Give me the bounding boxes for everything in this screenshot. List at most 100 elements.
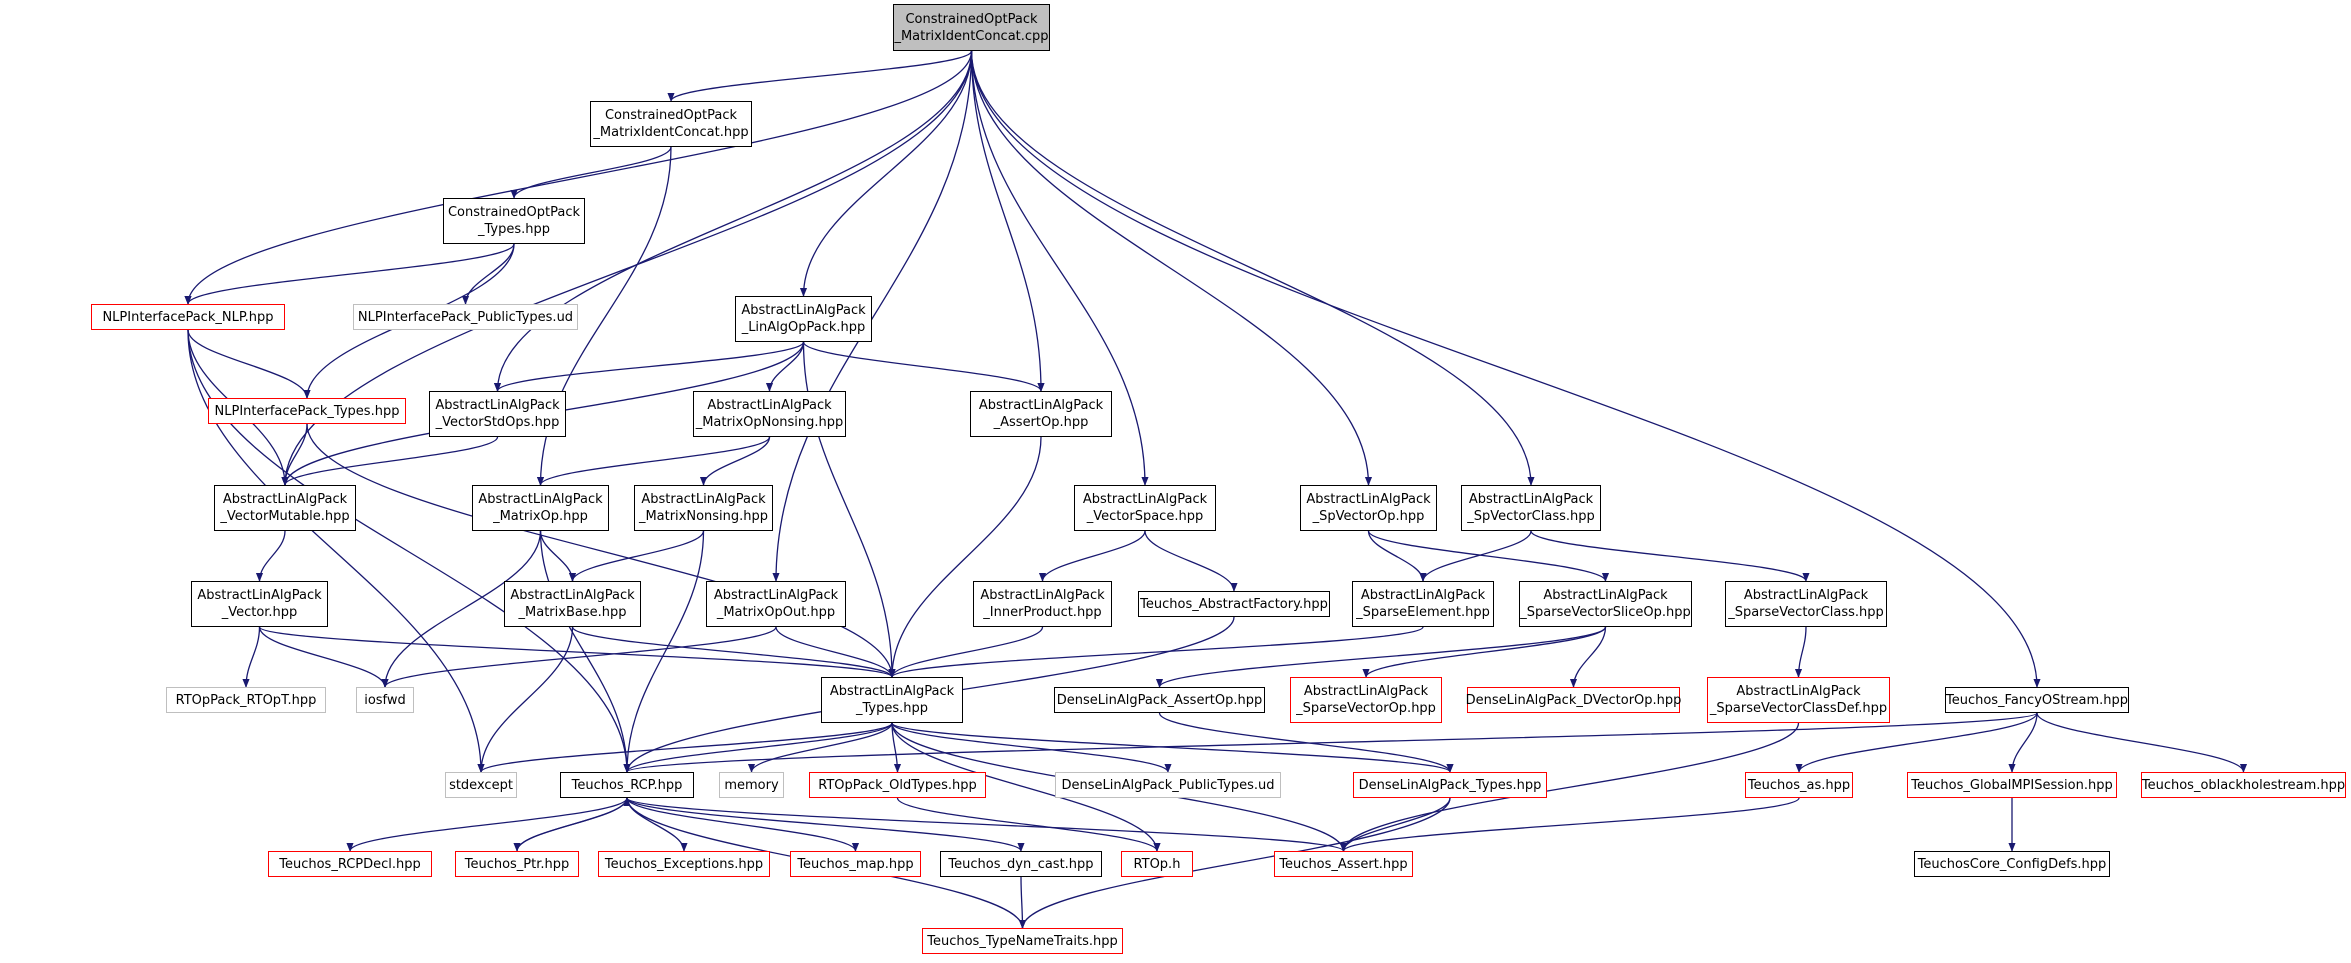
edge-alaSparseVectorSliceOp-to-alaSparseVectorOp — [1362, 626, 1607, 678]
node-teuchos-exceptions-hpp[interactable]: Teuchos_Exceptions.hpp — [598, 851, 770, 877]
node-rtoppack-rtopt-hpp[interactable]: RTOpPack_RTOpT.hpp — [166, 687, 326, 713]
node-label-2: _Types.hpp — [855, 701, 928, 716]
node-teuchos-map-hpp[interactable]: Teuchos_map.hpp — [790, 851, 921, 877]
node-constrainedoptpack-matrixidentconcat-hpp[interactable]: ConstrainedOptPack_MatrixIdentConcat.hpp — [590, 101, 752, 147]
edge-alaTypes-to-dlaTypes — [891, 722, 1454, 773]
edge-alaMatrixOp-to-teuchosRCP — [539, 530, 631, 773]
node-teuchos-fancyostream-hpp[interactable]: Teuchos_FancyOStream.hpp — [1945, 687, 2129, 713]
edge-alaVectorStdOps-to-alaVectorMutable — [281, 436, 499, 486]
node-label-1: AbstractLinAlgPack — [980, 588, 1105, 603]
node-abstractlinalgpack-vectorspace-hpp[interactable]: AbstractLinAlgPack _VectorSpace.hpp — [1074, 485, 1216, 531]
node-label-1: Teuchos_Exceptions.hpp — [604, 856, 764, 872]
node-teuchos-as-hpp[interactable]: Teuchos_as.hpp — [1745, 772, 1853, 798]
node-denselinalgpack-publictypes-ud[interactable]: DenseLinAlgPack_PublicTypes.ud — [1055, 772, 1281, 798]
edge-alaLinAlgOpPack-to-alaVectorStdOps — [494, 341, 805, 392]
node-abstractlinalgpack-matrixnonsing-hpp[interactable]: AbstractLinAlgPack_MatrixNonsing.hpp — [634, 485, 773, 531]
node-abstractlinalgpack-spvectorclass-hpp[interactable]: AbstractLinAlgPack_SpVectorClass.hpp — [1461, 485, 1601, 531]
node-label-1: DenseLinAlgPack_AssertOp.hpp — [1056, 692, 1263, 708]
edge-dlaTypes-to-teuchosTypeNameTraits — [1018, 797, 1451, 929]
edge-alaVector-to-iosfwd — [258, 626, 389, 688]
node-label-1: AbstractLinAlgPack — [713, 588, 839, 603]
node-denselinalgpack-assertop-hpp[interactable]: DenseLinAlgPack_AssertOp.hpp — [1054, 687, 1265, 713]
node-nlpinterfacepack-publictypes-ud[interactable]: NLPInterfacePack_PublicTypes.ud — [353, 304, 578, 330]
node-label-2: _VectorMutable.hpp — [220, 509, 350, 524]
node-label-1: DenseLinAlgPack_PublicTypes.ud — [1061, 777, 1275, 793]
edge-teuchosRCP-to-teuchosMap — [626, 797, 860, 852]
node-constrainedoptpack-types-hpp[interactable]: ConstrainedOptPack_Types.hpp — [443, 198, 585, 244]
edge-alaSparseVectorSliceOp-to-dlaAssertOp — [1156, 626, 1607, 688]
node-abstractlinalgpack-matrixop-hpp[interactable]: AbstractLinAlgPack_MatrixOp.hpp — [472, 485, 609, 531]
node-label-1: stdexcept — [449, 777, 513, 793]
node-label-1: NLPInterfacePack_NLP.hpp — [102, 309, 274, 325]
node-abstractlinalgpack-assertop-hpp[interactable]: AbstractLinAlgPack_AssertOp.hpp — [970, 391, 1112, 437]
node-nlpinterfacepack-types-hpp[interactable]: NLPInterfacePack_Types.hpp — [208, 398, 406, 424]
edge-alaVectorSpace-to-teuchosAbstractFactory — [1144, 530, 1238, 592]
edge-alaAssertOp-to-alaTypes — [888, 436, 1042, 678]
edge-alaMatrixOpOut-to-alaTypes — [775, 626, 896, 678]
node-rtop-h[interactable]: RTOp.h — [1121, 851, 1193, 877]
node-rtoppack-oldtypes-hpp[interactable]: RTOpPack_OldTypes.hpp — [809, 772, 986, 798]
node-label-1: AbstractLinAlgPack — [641, 492, 766, 507]
node-abstractlinalgpack-vector-hpp[interactable]: AbstractLinAlgPack _Vector.hpp — [191, 581, 328, 627]
edge-teuchosFancyOStream-to-teuchosOblackholestream — [2036, 712, 2248, 773]
edge-root-to-alaVectorStdOps — [493, 50, 973, 392]
node-abstractlinalgpack-matrixbase-hpp[interactable]: AbstractLinAlgPack_MatrixBase.hpp — [504, 581, 641, 627]
edge-alaInnerProduct-to-alaTypes — [888, 626, 1044, 678]
node-label-1: NLPInterfacePack_PublicTypes.ud — [357, 309, 574, 325]
node-teuchos-rcpdecl-hpp[interactable]: Teuchos_RCPDecl.hpp — [268, 851, 432, 877]
node-abstractlinalgpack-sparsevectorsliceop-hpp[interactable]: AbstractLinAlgPack_SparseVectorSliceOp.h… — [1519, 581, 1692, 627]
node-teuchos-rcp-hpp[interactable]: Teuchos_RCP.hpp — [560, 772, 694, 798]
edge-alaMatrixBase-to-stdexcept — [477, 626, 574, 773]
node-memory[interactable]: memory — [719, 772, 784, 798]
node-iosfwd[interactable]: iosfwd — [356, 687, 414, 713]
node-label-2: _SpVectorOp.hpp — [1312, 509, 1425, 524]
node-label-1: AbstractLinAlgPack — [741, 303, 866, 318]
edge-teuchosRCP-to-teuchosRCPDecl — [346, 797, 628, 852]
node-label-2: _MatrixBase.hpp — [518, 605, 627, 620]
node-teuchos-typenametraits-hpp[interactable]: Teuchos_TypeNameTraits.hpp — [922, 928, 1123, 954]
edge-teuchosDynCast-to-teuchosTypeNameTraits — [1018, 876, 1027, 929]
node-abstractlinalgpack-sparsevectorclassdef-hpp[interactable]: AbstractLinAlgPack_SparseVectorClassDef.… — [1707, 677, 1890, 723]
node-label-1: TeuchosCore_ConfigDefs.hpp — [1917, 856, 2107, 872]
node-abstractlinalgpack-matrixopnonsing-hpp[interactable]: AbstractLinAlgPack_MatrixOpNonsing.hpp — [693, 391, 846, 437]
node-label-2: _VectorStdOps.hpp — [435, 415, 560, 430]
node-label-2: _MatrixIdentConcat.cpp — [894, 28, 1049, 44]
node-label-2: _VectorSpace.hpp — [1086, 509, 1204, 524]
node-label-1: AbstractLinAlgPack — [222, 492, 348, 507]
node-abstractlinalgpack-sparsevectorclass-hpp[interactable]: AbstractLinAlgPack_SparseVectorClass.hpp — [1725, 581, 1887, 627]
node-label-1: AbstractLinAlgPack — [197, 588, 322, 603]
node-teuchos-abstractfactory-hpp[interactable]: Teuchos_AbstractFactory.hpp — [1138, 591, 1330, 617]
node-label-1: AbstractLinAlgPack — [1736, 684, 1861, 699]
node-denselinalgpack-dvectorop-hpp[interactable]: DenseLinAlgPack_DVectorOp.hpp — [1466, 687, 1681, 713]
node-label-1: AbstractLinAlgPack — [1468, 492, 1594, 507]
edge-alaMatrixNonsing-to-alaMatrixBase — [568, 530, 705, 582]
node-teuchos-ptr-hpp[interactable]: Teuchos_Ptr.hpp — [455, 851, 579, 877]
edge-alaVectorMutable-to-alaVector — [255, 530, 286, 582]
node-teuchos-oblackholestream-hpp[interactable]: Teuchos_oblackholestream.hpp — [2141, 772, 2346, 798]
node-label-1: AbstractLinAlgPack — [1082, 492, 1208, 507]
node-teuchoscore-configdefs-hpp[interactable]: TeuchosCore_ConfigDefs.hpp — [1914, 851, 2110, 877]
node-teuchos-assert-hpp[interactable]: Teuchos_Assert.hpp — [1274, 851, 1413, 877]
node-root-cpp[interactable]: ConstrainedOptPack_MatrixIdentConcat.cpp — [893, 4, 1050, 51]
node-abstractlinalgpack-vectorstdops-hpp[interactable]: AbstractLinAlgPack_VectorStdOps.hpp — [429, 391, 566, 437]
edge-alaTypes-to-stdexcept — [477, 722, 893, 773]
node-abstractlinalgpack-spvectorop-hpp[interactable]: AbstractLinAlgPack_SpVectorOp.hpp — [1300, 485, 1437, 531]
node-label-2: _Vector.hpp — [221, 605, 298, 620]
node-abstractlinalgpack-matrixopout-hpp[interactable]: AbstractLinAlgPack_MatrixOpOut.hpp — [706, 581, 846, 627]
edge-nlpNLP-to-nlpTypes — [187, 329, 311, 399]
node-nlpinterfacepack-nlp-hpp[interactable]: NLPInterfacePack_NLP.hpp — [91, 304, 285, 330]
node-label-1: Teuchos_RCPDecl.hpp — [279, 856, 421, 872]
node-label-1: AbstractLinAlgPack — [829, 684, 955, 699]
node-stdexcept[interactable]: stdexcept — [445, 772, 517, 798]
node-abstractlinalgpack-vectormutable-hpp[interactable]: AbstractLinAlgPack _VectorMutable.hpp — [214, 485, 356, 531]
node-label-1: DenseLinAlgPack_Types.hpp — [1358, 777, 1542, 793]
node-abstractlinalgpack-sparseelement-hpp[interactable]: AbstractLinAlgPack_SparseElement.hpp — [1352, 581, 1494, 627]
node-teuchos-globalmpisession-hpp[interactable]: Teuchos_GlobalMPISession.hpp — [1907, 772, 2117, 798]
edge-teuchosRCP-to-teuchosDynCast — [626, 797, 1025, 852]
node-abstractlinalgpack-innerproduct-hpp[interactable]: AbstractLinAlgPack_InnerProduct.hpp — [973, 581, 1112, 627]
node-abstractlinalgpack-linalgoppack-hpp[interactable]: AbstractLinAlgPack_LinAlgOpPack.hpp — [735, 296, 872, 342]
node-abstractlinalgpack-types-hpp[interactable]: AbstractLinAlgPack _Types.hpp — [821, 677, 963, 723]
node-abstractlinalgpack-sparsevectorop-hpp[interactable]: AbstractLinAlgPack_SparseVectorOp.hpp — [1290, 677, 1442, 723]
node-denselinalgpack-types-hpp[interactable]: DenseLinAlgPack_Types.hpp — [1353, 772, 1547, 798]
node-teuchos-dyn-cast-hpp[interactable]: Teuchos_dyn_cast.hpp — [940, 851, 1102, 877]
